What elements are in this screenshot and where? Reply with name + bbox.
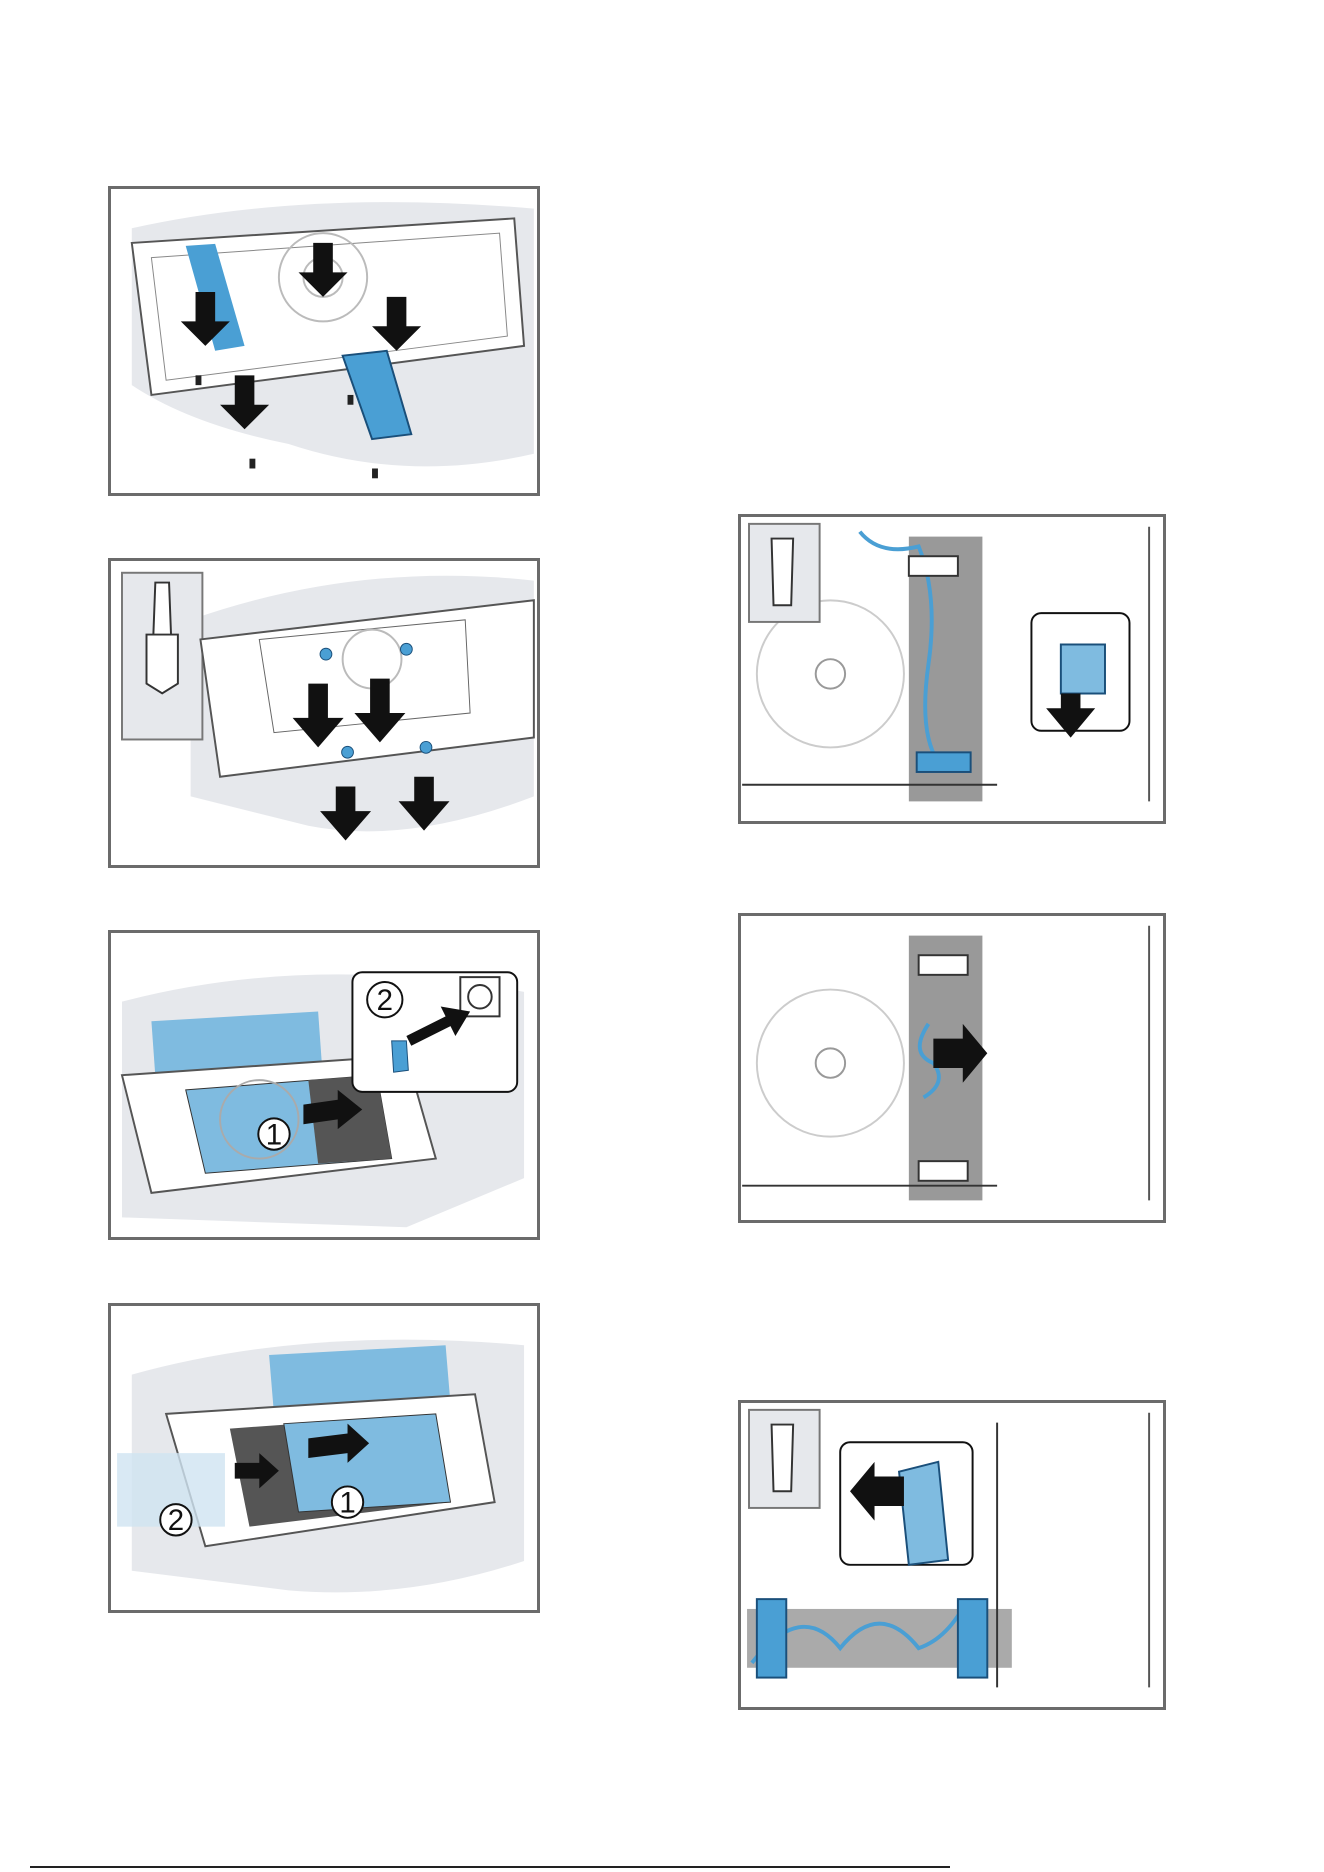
fan-wheel xyxy=(757,990,904,1137)
figure-remove-filter-screws xyxy=(108,558,540,868)
illustration xyxy=(111,561,537,865)
illustration xyxy=(741,916,1163,1220)
illustration: 1 2 xyxy=(111,1306,537,1610)
illustration xyxy=(741,1403,1163,1707)
figure-slide-unit-duct: 1 2 xyxy=(108,1303,540,1613)
plug-icon xyxy=(392,1041,409,1072)
power-socket-icon xyxy=(460,977,499,1016)
callout-2: 2 xyxy=(168,1504,184,1537)
illustration xyxy=(741,517,1163,821)
figure-pull-cable-out xyxy=(738,913,1166,1223)
callout-2: 2 xyxy=(377,984,393,1017)
figure-slide-unit-unplug: 1 2 xyxy=(108,930,540,1240)
illustration xyxy=(111,189,537,493)
figure-bracket-screw-bottom xyxy=(738,1400,1166,1710)
figure-bracket-screw-top xyxy=(738,514,1166,824)
figure-remove-cover-screws xyxy=(108,186,540,496)
illustration: 1 2 xyxy=(111,933,537,1237)
callout-1: 1 xyxy=(266,1119,282,1152)
callout-1: 1 xyxy=(339,1487,355,1520)
page-footer-rule xyxy=(30,1866,950,1868)
